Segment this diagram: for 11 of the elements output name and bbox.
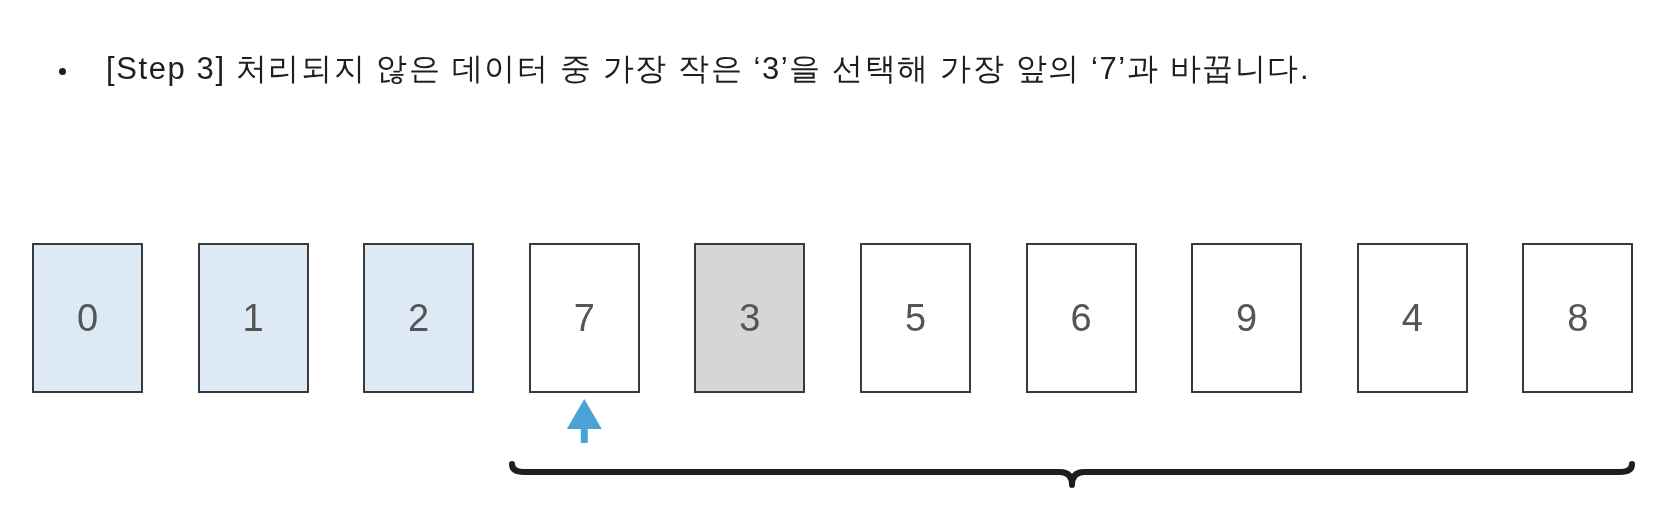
number-card: 8 bbox=[1522, 243, 1634, 393]
number-card: 6 bbox=[1025, 243, 1137, 393]
number-card: 1 bbox=[197, 243, 309, 393]
number-card: 0 bbox=[32, 243, 143, 393]
number-card: 2 bbox=[363, 243, 475, 393]
number-card: 4 bbox=[1356, 243, 1468, 393]
step-description: [Step 3] 처리되지 않은 데이터 중 가장 작은 ‘3’을 선택해 가장 앞의 ‘7’과 바꿉니다. bbox=[106, 50, 1311, 88]
number-card: 9 bbox=[1191, 243, 1303, 393]
number-card: 5 bbox=[860, 243, 971, 393]
number-card: 3 bbox=[694, 243, 806, 393]
number-card: 7 bbox=[528, 243, 640, 393]
